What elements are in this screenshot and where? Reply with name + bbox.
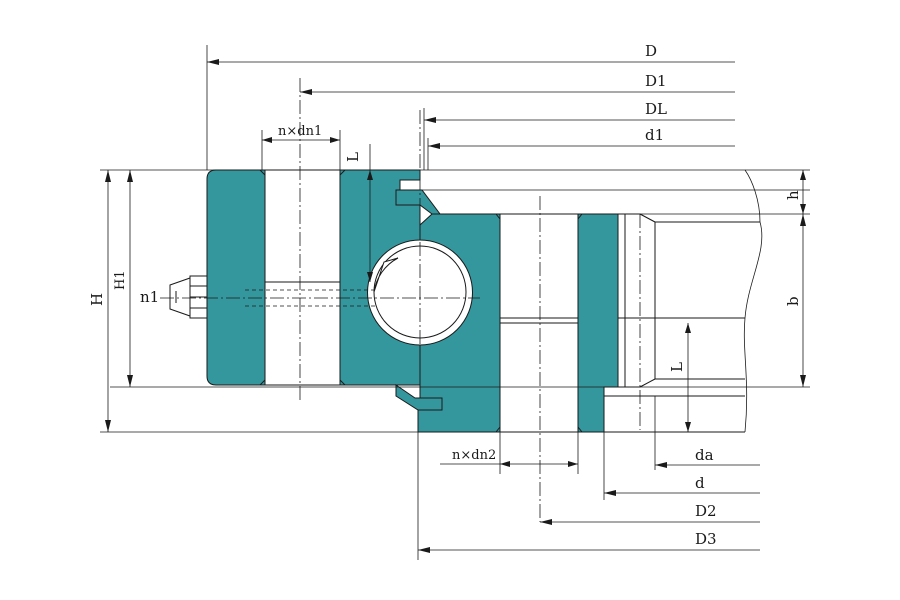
label-da: da xyxy=(695,446,714,464)
label-b: b xyxy=(784,296,802,306)
label-n1: n1 xyxy=(140,288,159,306)
label-L-bottom: L xyxy=(668,362,686,372)
label-H: H xyxy=(88,293,106,306)
label-DL: DL xyxy=(645,100,667,118)
outer-ring xyxy=(206,169,421,386)
label-D2: D2 xyxy=(695,502,717,520)
bolt-head-icon xyxy=(169,275,208,319)
inner-ring xyxy=(417,213,619,433)
label-n-dn1: n×dn1 xyxy=(278,124,322,139)
label-h: h xyxy=(784,190,802,200)
label-D3: D3 xyxy=(695,530,717,548)
label-D: D xyxy=(645,42,657,60)
gear-teeth xyxy=(604,169,763,433)
label-D1: D1 xyxy=(645,72,667,90)
label-d: d xyxy=(695,474,705,492)
label-n-dn2: n×dn2 xyxy=(452,448,496,463)
label-H1: H1 xyxy=(113,270,128,290)
label-d1: d1 xyxy=(645,126,664,144)
label-L-top: L xyxy=(344,152,362,162)
